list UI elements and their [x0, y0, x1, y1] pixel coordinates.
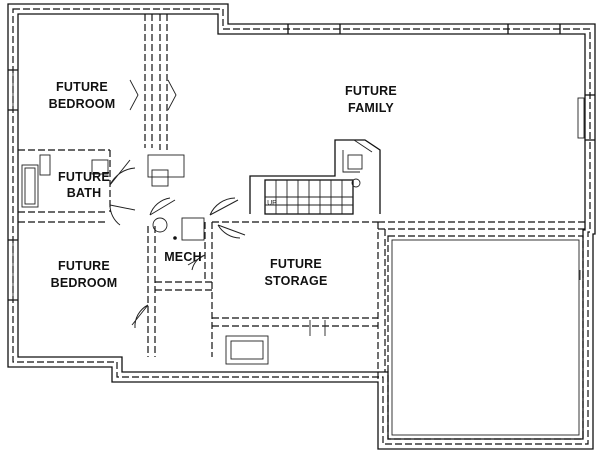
room-label-bedroom-top: FUTURE BEDROOM: [49, 80, 116, 111]
svg-text:BEDROOM: BEDROOM: [51, 276, 118, 290]
stair-up-note: UP: [267, 200, 277, 207]
staircase: [249, 139, 381, 215]
svg-text:FUTURE: FUTURE: [345, 84, 397, 98]
svg-text:FUTURE: FUTURE: [58, 259, 110, 273]
room-label-mech: MECH: [164, 250, 202, 264]
svg-text:BEDROOM: BEDROOM: [49, 97, 116, 111]
doors: [109, 159, 326, 365]
svg-text:FUTURE: FUTURE: [58, 170, 110, 184]
svg-text:MECH: MECH: [164, 250, 202, 264]
room-label-family: FUTURE FAMILY: [345, 84, 397, 115]
room-label-bath: FUTURE BATH: [58, 170, 110, 200]
interior-walls: [18, 14, 585, 440]
svg-text:FUTURE: FUTURE: [56, 80, 108, 94]
svg-text:FAMILY: FAMILY: [348, 101, 394, 115]
svg-text:STORAGE: STORAGE: [265, 274, 328, 288]
exterior-windows: [8, 24, 595, 301]
room-label-storage: FUTURE STORAGE: [265, 257, 328, 288]
svg-text:BATH: BATH: [67, 186, 102, 200]
svg-text:FUTURE: FUTURE: [270, 257, 322, 271]
bath-fixtures: [21, 154, 185, 208]
room-label-bedroom-bottom: FUTURE BEDROOM: [51, 259, 118, 290]
outer-wall: [7, 3, 596, 450]
